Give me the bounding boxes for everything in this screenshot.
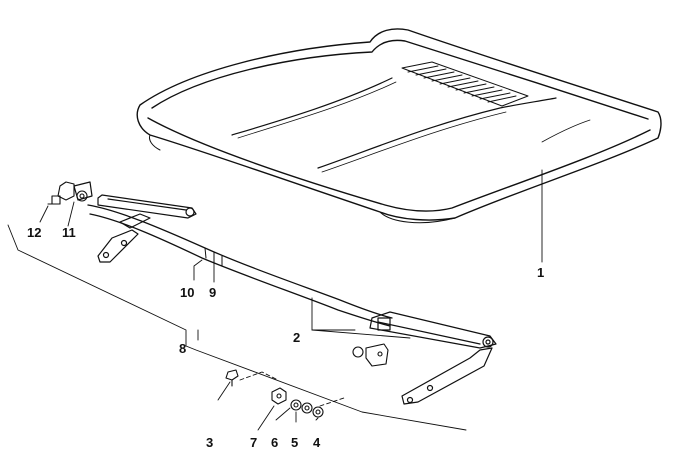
callout-3: 3: [206, 435, 214, 450]
hex-nut: [271, 387, 287, 405]
leader-lines: [39, 169, 543, 431]
callout-8: 8: [179, 341, 187, 356]
left-hood-hinge: [73, 181, 197, 263]
leader-line-4: [315, 417, 319, 421]
spring-washer: [290, 399, 302, 411]
callout-11: 11: [62, 225, 76, 240]
leader-line-3: [217, 381, 231, 401]
callout-9: 9: [209, 285, 217, 300]
flat-washer-small: [301, 402, 313, 414]
leader-line-7: [257, 405, 275, 431]
leader-line-6: [275, 407, 291, 421]
callout-2: 2: [293, 330, 301, 345]
hood-panel: [136, 28, 662, 224]
callout-7: 7: [250, 435, 258, 450]
hood-support-rod: [87, 204, 393, 327]
hood-vent-grille: [401, 61, 529, 107]
leader-line-11: [67, 201, 75, 227]
bushing-clip: [76, 190, 88, 202]
latch-bracket: [352, 343, 389, 367]
callout-5: 5: [291, 435, 299, 450]
callout-6: 6: [271, 435, 279, 450]
pivot-retainer: [47, 181, 75, 205]
leader-line-10: [193, 259, 203, 281]
flat-washer-large: [312, 406, 324, 418]
bolt: [225, 369, 239, 387]
right-hood-hinge: [369, 311, 497, 405]
leader-line-12: [39, 205, 49, 223]
callout-10: 10: [180, 285, 195, 300]
callout-12: 12: [27, 225, 42, 240]
callout-1: 1: [537, 265, 545, 280]
assembly-bracket-lines: [7, 224, 467, 431]
callout-4: 4: [313, 435, 321, 450]
